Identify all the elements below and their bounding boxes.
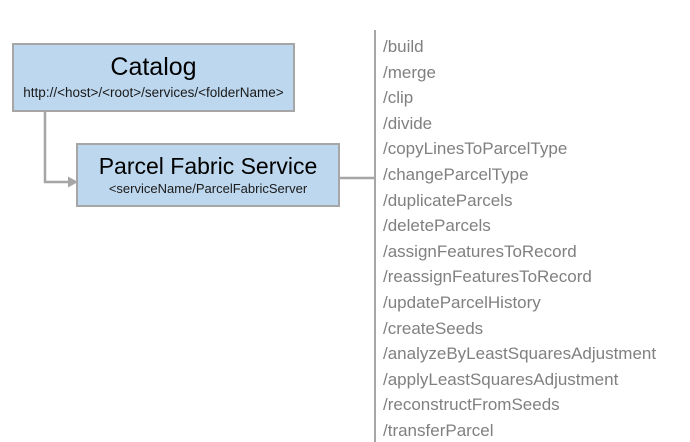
connector-catalog-to-service: [43, 112, 68, 184]
operation-item[interactable]: /analyzeByLeastSquaresAdjustment: [383, 344, 657, 364]
node-parcel-fabric-service-title: Parcel Fabric Service: [98, 152, 318, 179]
node-catalog[interactable]: Catalog http://<host>/<root>/services/<f…: [12, 43, 295, 112]
operation-item[interactable]: /build: [383, 37, 424, 56]
operation-item[interactable]: /deleteParcels: [383, 216, 491, 236]
operation-item[interactable]: /divide: [383, 113, 433, 133]
operation-item[interactable]: /copyLinesToParcelType: [383, 139, 568, 159]
node-parcel-fabric-service-subtitle: <serviceName/ParcelFabricServer: [108, 181, 308, 196]
operation-item[interactable]: /changeParcelType: [383, 164, 529, 184]
node-catalog-title: Catalog: [110, 53, 197, 82]
operation-item[interactable]: /createSeeds: [383, 318, 484, 338]
node-catalog-subtitle: http://<host>/<root>/services/<folderNam…: [23, 84, 284, 100]
operation-item[interactable]: /duplicateParcels: [383, 190, 513, 210]
operation-item[interactable]: /reconstructFromSeeds: [383, 395, 560, 415]
operation-item[interactable]: /merge: [383, 62, 436, 82]
node-parcel-fabric-service[interactable]: Parcel Fabric Service <serviceName/Parce…: [76, 143, 340, 207]
operation-item[interactable]: /transferParcel: [383, 420, 494, 440]
operation-item[interactable]: /updateParcelHistory: [383, 292, 541, 312]
operation-item[interactable]: /applyLeastSquaresAdjustment: [383, 369, 619, 389]
operation-item[interactable]: /reassignFeaturesToRecord: [383, 267, 592, 287]
operations-list: /build/merge/clip/divide/copyLinesToParc…: [374, 30, 690, 442]
operation-item[interactable]: /assignFeaturesToRecord: [383, 241, 577, 261]
operation-item[interactable]: /clip: [383, 88, 414, 108]
